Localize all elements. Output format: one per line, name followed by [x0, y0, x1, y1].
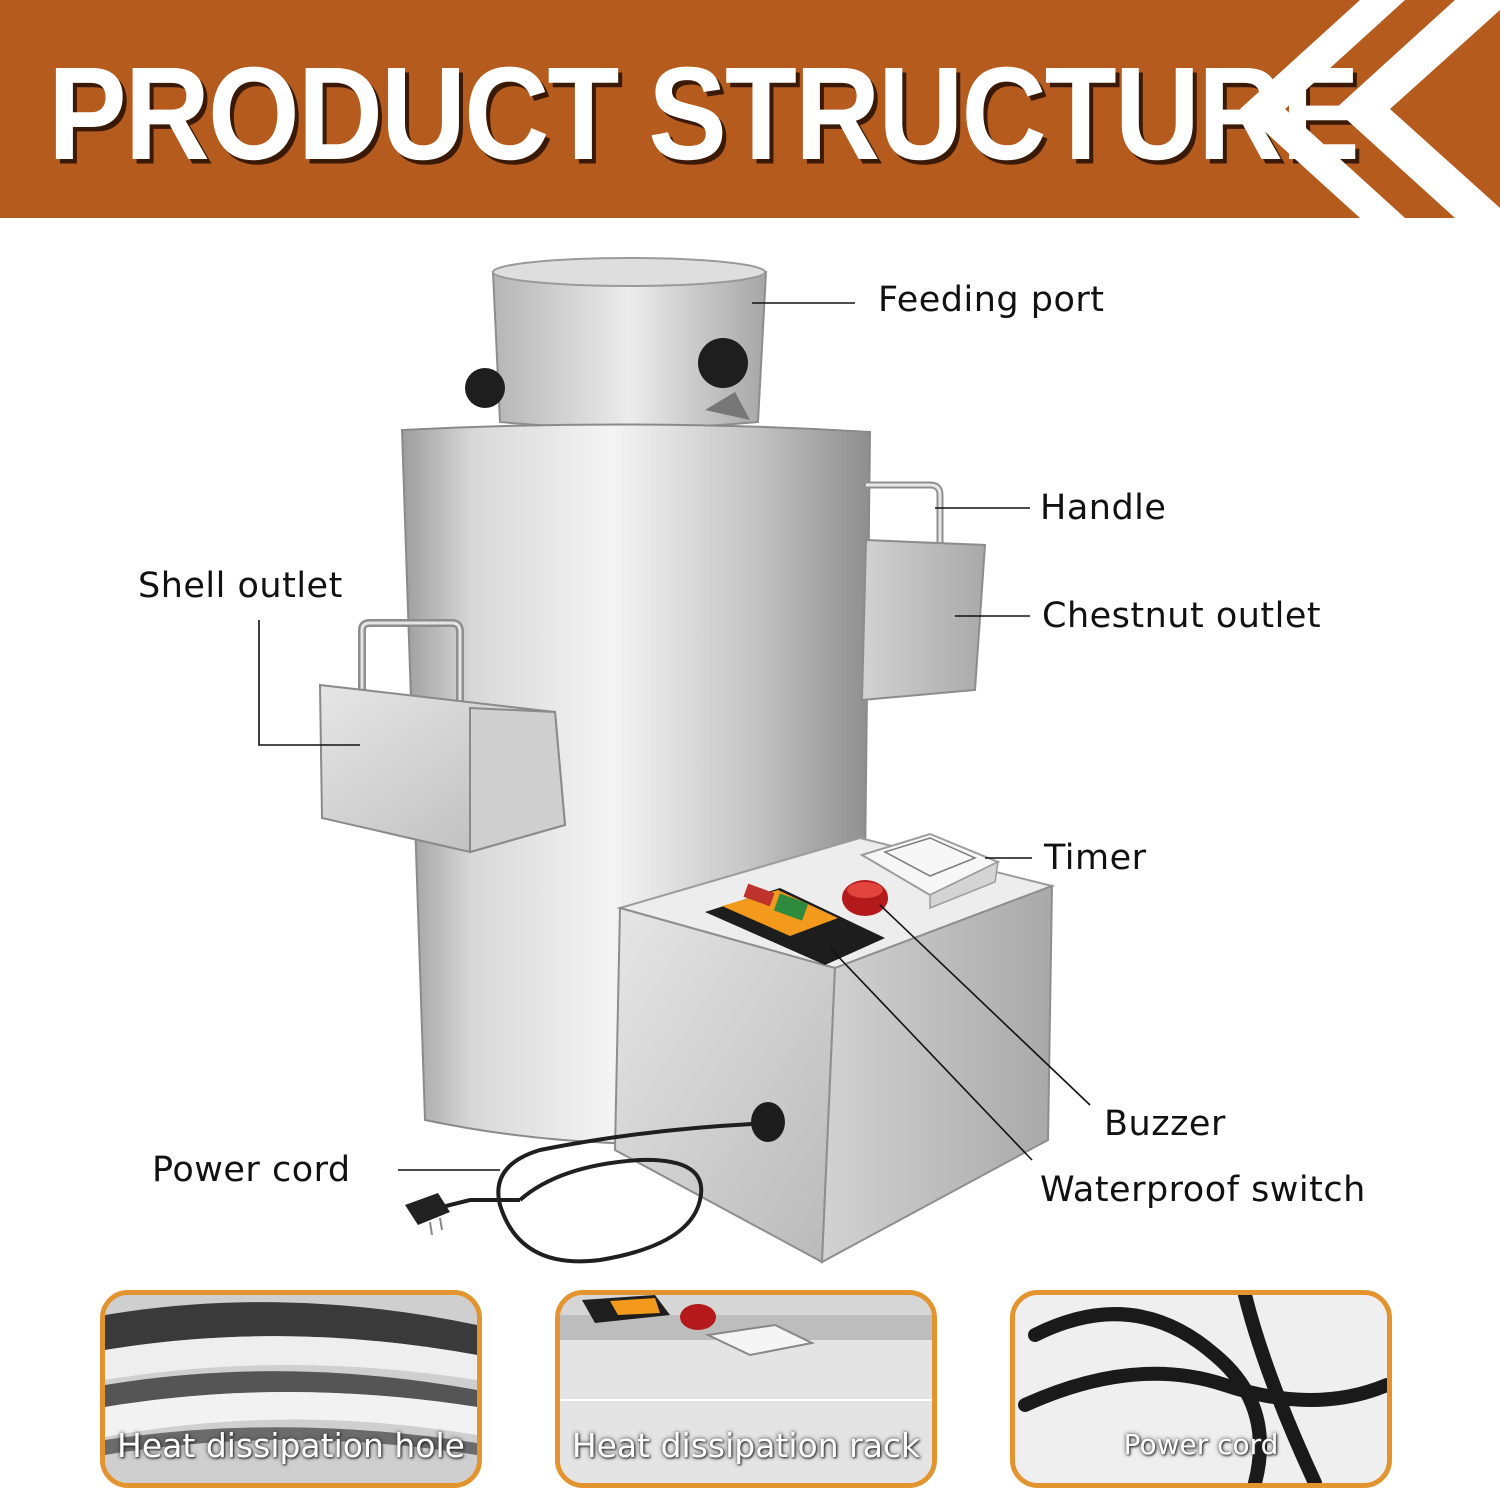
- thumbnail-heat-dissipation-rack: Heat dissipation rack: [555, 1290, 937, 1488]
- heat-dissipation-rack-image: [560, 1295, 932, 1483]
- label-timer: Timer: [1044, 838, 1147, 878]
- thumbnail-power-cord: Power cord: [1010, 1290, 1392, 1488]
- label-shell-outlet: Shell outlet: [138, 566, 343, 606]
- thumbnail-caption: Power cord: [1123, 1428, 1279, 1461]
- thumbnail-heat-dissipation-hole: Heat dissipation hole: [100, 1290, 482, 1488]
- thumbnail-caption: Heat dissipation hole: [117, 1426, 465, 1465]
- control-box-part: [613, 832, 1056, 1264]
- power-cord-closeup-image: [1015, 1295, 1387, 1483]
- thumbnail-caption: Heat dissipation rack: [571, 1426, 921, 1465]
- heat-dissipation-hole-image: [105, 1295, 477, 1483]
- label-buzzer: Buzzer: [1104, 1104, 1226, 1144]
- page-title: PRODUCT STRUCTURE: [48, 40, 1360, 189]
- label-chestnut-outlet: Chestnut outlet: [1042, 596, 1322, 636]
- feeding-port-part: [465, 257, 768, 429]
- chevron-left-icon: [1240, 0, 1500, 218]
- label-feeding-port: Feeding port: [878, 280, 1105, 320]
- label-waterproof-switch: Waterproof switch: [1040, 1170, 1366, 1210]
- header-banner: PRODUCT STRUCTURE: [0, 0, 1500, 218]
- machine-illustration: [258, 257, 1091, 1264]
- label-power-cord: Power cord: [152, 1150, 351, 1190]
- label-handle: Handle: [1040, 488, 1167, 528]
